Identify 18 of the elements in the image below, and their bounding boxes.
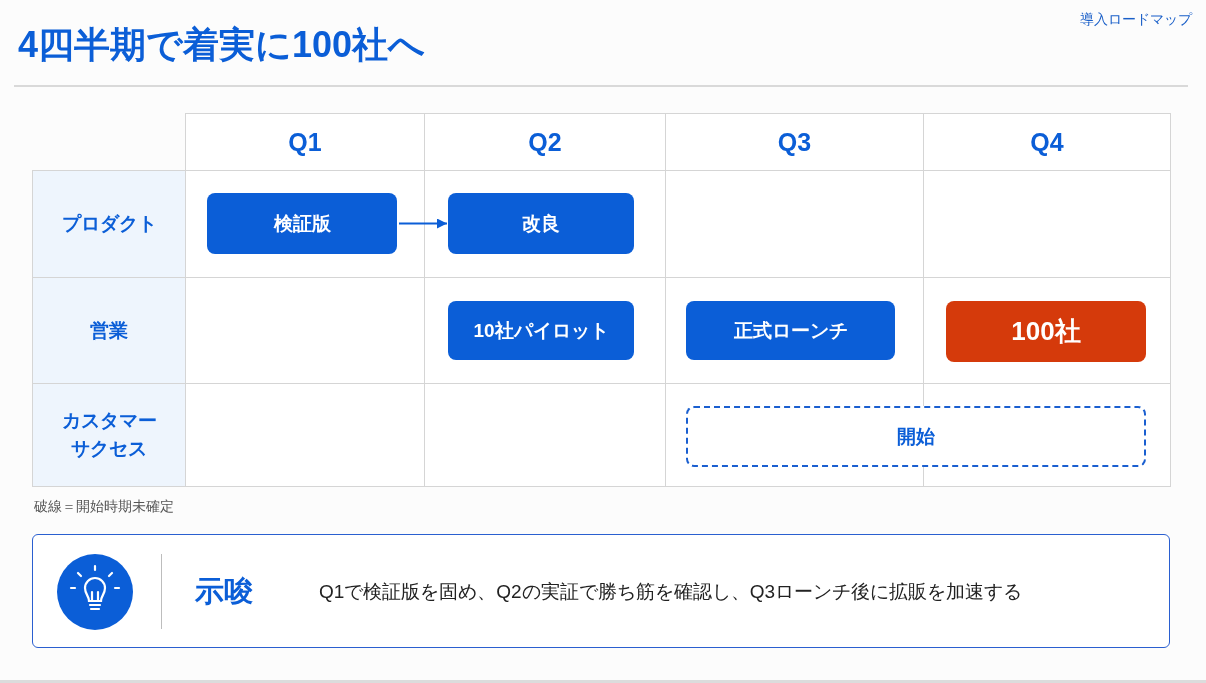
row-header-cell: カスタマーサクセス xyxy=(32,383,186,487)
task-box: 検証版 xyxy=(207,193,397,254)
header-label: 導入ロードマップ xyxy=(1080,11,1192,29)
title: 4四半期で着実に100社へ xyxy=(18,23,426,67)
callout-heading: 示唆 xyxy=(195,574,253,608)
row-header-cell: 営業 xyxy=(32,277,186,384)
task-box: 正式ローンチ xyxy=(686,301,895,360)
task-box: 改良 xyxy=(448,193,634,254)
arrow xyxy=(398,218,448,229)
note-text: 破線＝開始時期未確定 xyxy=(34,498,174,516)
row-header-cell: プロダクト xyxy=(32,170,186,278)
dashed-task-box: 開始 xyxy=(686,406,1146,467)
callout-text: Q1で検証版を固め、Q2の実証で勝ち筋を確認し、Q3ローンチ後に拡販を加速する xyxy=(319,580,1023,604)
callout-box xyxy=(32,534,1170,648)
column-header-cell: Q4 xyxy=(923,113,1171,171)
milestone-box: 100社 xyxy=(946,301,1146,362)
task-box: 10社パイロット xyxy=(448,301,634,360)
column-header-cell: Q1 xyxy=(185,113,425,171)
